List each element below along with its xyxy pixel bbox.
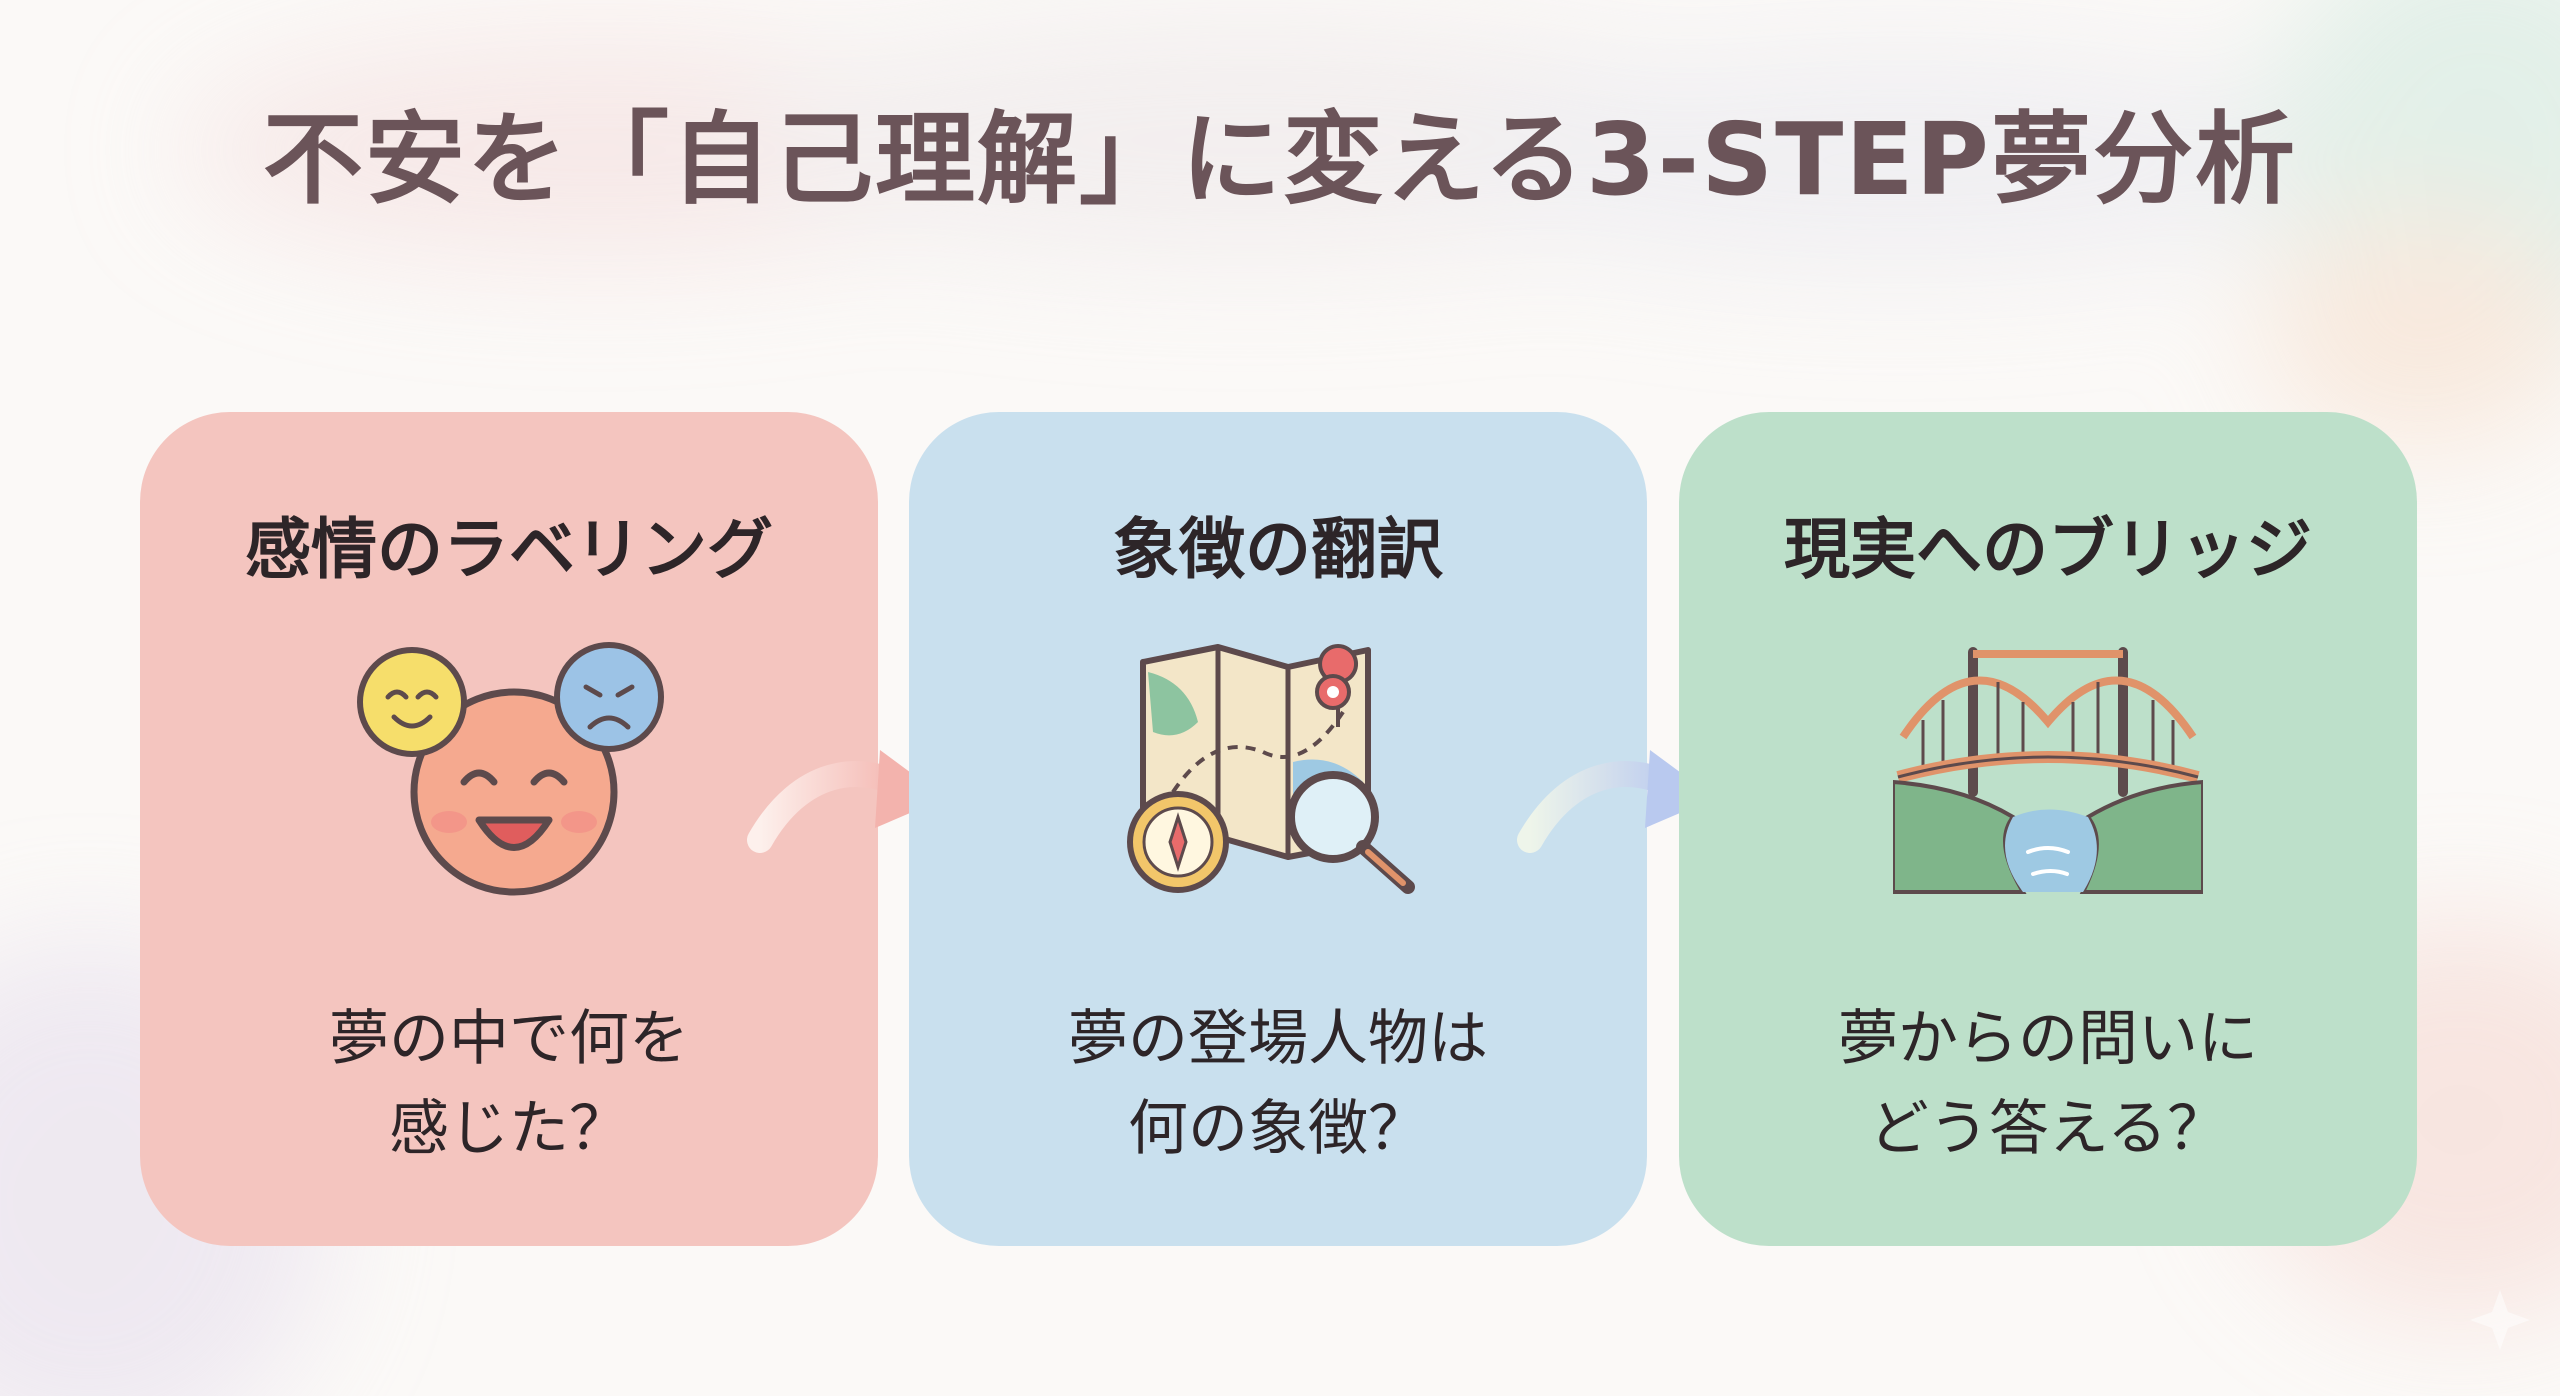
step-question: 夢の登場人物は 何の象徴？ (1068, 1004, 1488, 1164)
step-card-reality-bridge: 現実へのブリッジ 夢からの問いに どう答える？ (1679, 412, 2417, 1246)
step-title: 感情のラベリング (245, 511, 773, 588)
map-compass-magnifier-icon (1127, 644, 1415, 894)
bridge-icon (1893, 647, 2203, 894)
step-title: 現実へのブリッジ (1784, 511, 2312, 588)
emotion-faces-icon (357, 642, 664, 896)
step-question: 夢からの問いに どう答える？ (1838, 1004, 2258, 1164)
step-question: 夢の中で何を 感じた？ (329, 1004, 689, 1164)
page-title: 不安を「自己理解」に変える3-STEP夢分析 (263, 101, 2297, 218)
step-title: 象徴の翻訳 (1113, 511, 1443, 588)
